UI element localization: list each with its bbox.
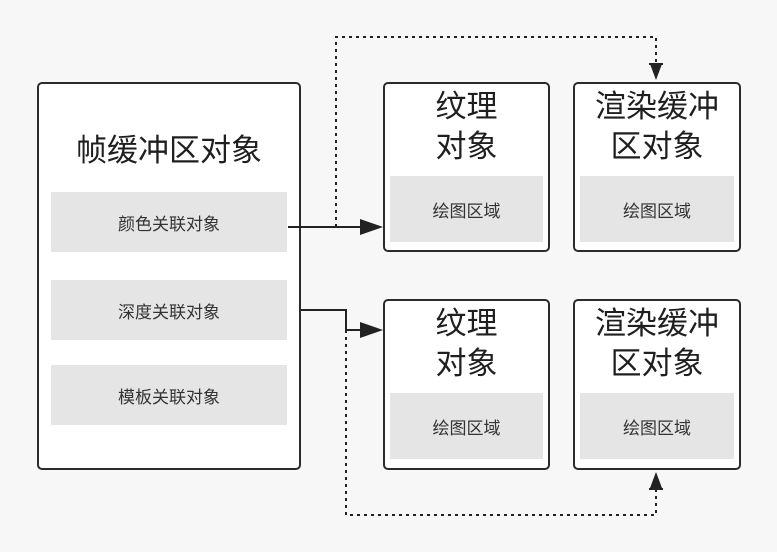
- drawing-area: 绘图区域: [390, 393, 543, 459]
- color-to-texture-arrow: [288, 219, 383, 235]
- drawing-area: 绘图区域: [390, 176, 543, 242]
- framebuffer-object-box: 帧缓冲区对象 颜色关联对象 深度关联对象 模板关联对象: [37, 82, 301, 470]
- texture-title-line2: 对象: [435, 346, 498, 382]
- depth-to-texture-arrow: [301, 309, 383, 338]
- drawing-area: 绘图区域: [580, 176, 734, 242]
- texture-title-line2: 对象: [435, 129, 498, 165]
- renderbuffer-title-line1: 渲染缓冲: [595, 306, 719, 342]
- renderbuffer-title-line1: 渲染缓冲: [595, 89, 719, 125]
- drawing-area: 绘图区域: [580, 393, 734, 459]
- renderbuffer-object-box-top: 渲染缓冲 区对象 绘图区域: [573, 82, 741, 252]
- renderbuffer-title-line2: 区对象: [610, 346, 704, 382]
- color-attachment: 颜色关联对象: [51, 192, 287, 252]
- depth-attachment: 深度关联对象: [51, 280, 287, 340]
- texture-object-box-bottom: 纹理 对象 绘图区域: [383, 299, 550, 470]
- texture-title-line1: 纹理: [435, 306, 498, 342]
- color-to-renderbuffer-dotted-arrow: [335, 36, 663, 227]
- texture-object-box-top: 纹理 对象 绘图区域: [383, 82, 550, 252]
- framebuffer-title: 帧缓冲区对象: [76, 133, 262, 169]
- texture-title-line1: 纹理: [435, 89, 498, 125]
- renderbuffer-object-box-bottom: 渲染缓冲 区对象 绘图区域: [573, 299, 741, 470]
- stencil-attachment: 模板关联对象: [51, 365, 287, 425]
- renderbuffer-title-line2: 区对象: [610, 129, 704, 165]
- depth-to-renderbuffer-dotted-arrow: [345, 330, 663, 516]
